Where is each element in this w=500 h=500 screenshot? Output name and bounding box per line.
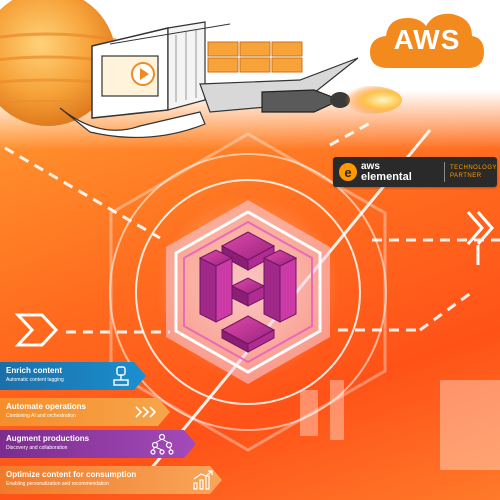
feature-ribbon-optimize: Optimize content for consumption Enablin… [0, 466, 222, 494]
feature-title: Enrich content [6, 366, 63, 375]
tag-icon [112, 365, 130, 387]
dashed-connectors [4, 120, 500, 334]
elemental-e-icon: e [339, 163, 357, 181]
partner-tier-line1: TECHNOLOGY [449, 165, 497, 171]
feature-ribbon-enrich: Enrich content Automatic content tagging [0, 362, 146, 390]
feature-title: Optimize content for consumption [6, 470, 137, 479]
cloud-icon [370, 13, 484, 68]
aws-elemental-partner-badge: e aws elemental TECHNOLOGY PARTNER [333, 157, 497, 187]
chevrons-icon [134, 401, 160, 423]
feature-title: Augment productions [6, 434, 90, 443]
partner-brand: aws elemental [361, 161, 439, 183]
outer-hexagon [109, 132, 387, 452]
partner-brand-top: aws [361, 161, 380, 172]
feature-subtitle: Discovery and collaboration [6, 445, 68, 451]
feature-ribbon-augment: Augment productions Discovery and collab… [0, 430, 196, 458]
partner-tier-line2: PARTNER [449, 173, 482, 179]
aws-cloud-logo: AWS [368, 8, 486, 72]
light-blocks [300, 380, 500, 470]
aws-logo-text: AWS [393, 24, 461, 55]
orbit-rings [109, 153, 387, 431]
feature-title: Automate operations [6, 402, 87, 411]
video-rocket-illustration [59, 21, 402, 139]
feature-subtitle: Combining AI and orchestration [6, 413, 76, 419]
growth-chart-icon [192, 469, 214, 491]
feature-ribbon-automate: Automate operations Combining AI and orc… [0, 398, 170, 426]
partner-brand-bottom: elemental [361, 171, 412, 183]
feature-subtitle: Automatic content tagging [6, 377, 64, 383]
chevron-arrows [14, 211, 494, 347]
feature-subtitle: Enabling personalization and recommendat… [6, 481, 109, 487]
partner-divider [443, 162, 445, 182]
network-icon [150, 433, 174, 455]
elemental-hexagon-icon [166, 200, 330, 384]
partner-tier: TECHNOLOGY PARTNER [450, 164, 497, 180]
